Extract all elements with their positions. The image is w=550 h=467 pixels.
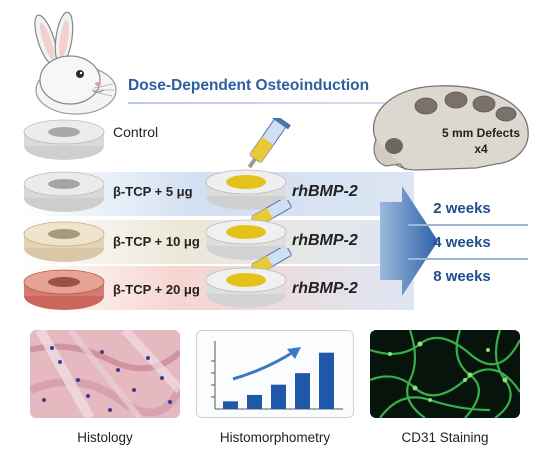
timepoint-8-weeks: 8 weeks bbox=[433, 268, 491, 285]
agent-label-5: rhBMP-2 bbox=[292, 183, 358, 200]
scaffold-10 bbox=[23, 221, 105, 262]
skull-illustration bbox=[372, 85, 529, 171]
histomorphometry-caption: Histomorphometry bbox=[219, 430, 331, 445]
dose-label-20: β-TCP + 20 μg bbox=[113, 282, 200, 297]
histomorphometry-bar bbox=[319, 352, 334, 409]
timepoint-4-weeks: 4 weeks bbox=[433, 234, 491, 251]
histology-image bbox=[30, 330, 180, 418]
timeline-arrow bbox=[380, 186, 438, 296]
histomorphometry-bar bbox=[295, 373, 310, 409]
defect-size-text: 5 mm Defects bbox=[441, 126, 521, 140]
histology-caption: Histology bbox=[77, 430, 133, 445]
cd31-caption: CD31 Staining bbox=[401, 430, 489, 445]
timepoint-divider bbox=[408, 224, 528, 226]
defect-count-text: x4 bbox=[474, 142, 488, 156]
loaded-scaffold-10 bbox=[205, 200, 292, 260]
timepoint-divider bbox=[408, 258, 528, 260]
timepoint-2-weeks: 2 weeks bbox=[433, 200, 491, 217]
cd31-image bbox=[370, 330, 520, 418]
control-scaffold bbox=[23, 119, 105, 160]
trend-arrow-head bbox=[287, 347, 301, 359]
histomorphometry-chart bbox=[211, 341, 343, 410]
dose-label-10: β-TCP + 10 μg bbox=[113, 234, 200, 249]
title-underline bbox=[128, 102, 458, 104]
agent-label-20: rhBMP-2 bbox=[292, 280, 358, 297]
rabbit-illustration bbox=[34, 11, 117, 115]
agent-label-10: rhBMP-2 bbox=[292, 232, 358, 249]
histomorphometry-panel bbox=[196, 330, 354, 418]
histomorphometry-bar bbox=[271, 384, 286, 409]
histomorphometry-bar bbox=[223, 401, 238, 409]
scaffold-5 bbox=[23, 171, 105, 212]
histomorphometry-bar bbox=[247, 394, 262, 409]
defect-label: 5 mm Defects x4 bbox=[434, 125, 528, 157]
page-title: Dose-Dependent Osteoinduction bbox=[128, 77, 370, 94]
control-label: Control bbox=[113, 124, 159, 140]
scaffold-20 bbox=[23, 269, 105, 310]
loaded-scaffold-20 bbox=[205, 248, 292, 308]
dose-label-5: β-TCP + 5 μg bbox=[113, 184, 193, 199]
loaded-scaffold-5 bbox=[205, 118, 291, 210]
trend-arrow bbox=[232, 349, 296, 381]
